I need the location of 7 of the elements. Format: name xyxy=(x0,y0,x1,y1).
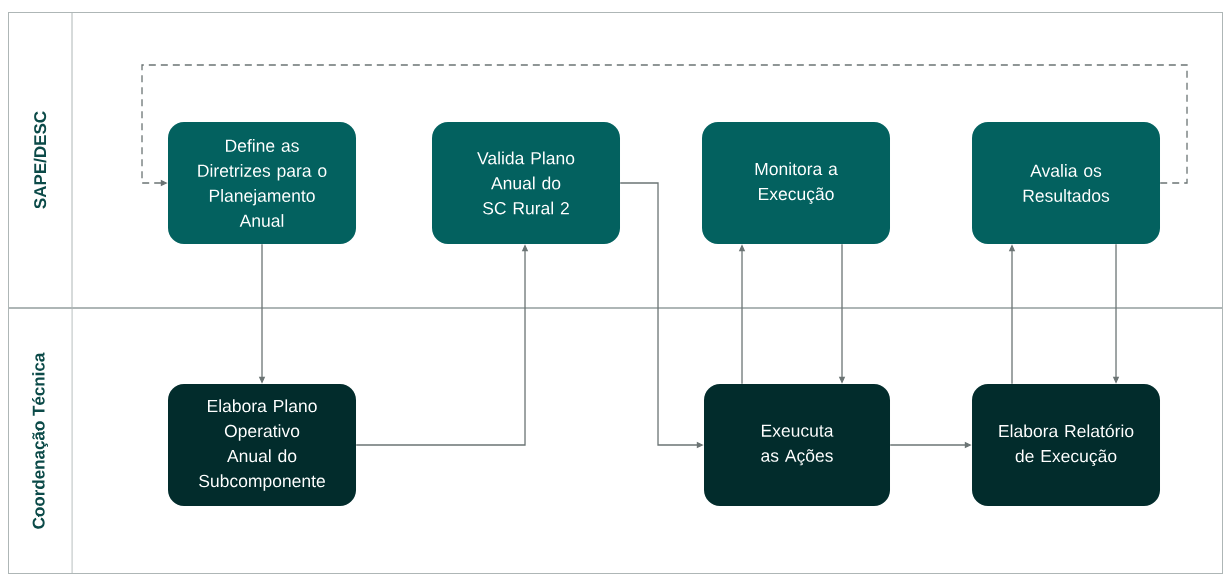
process-box: Avalia os Resultados xyxy=(972,122,1160,244)
process-box: Elabora Relatório de Execução xyxy=(972,384,1160,506)
process-box: Monitora a Execução xyxy=(702,122,890,244)
process-box: Elabora Plano Operativo Anual do Subcomponente xyxy=(168,384,356,506)
process-box: Define as Diretrizes para o Planejamento Anual xyxy=(168,122,356,244)
process-box: Valida Plano Anual do SC Rural 2 xyxy=(432,122,620,244)
process-box: Exeucuta as Ações xyxy=(704,384,890,506)
